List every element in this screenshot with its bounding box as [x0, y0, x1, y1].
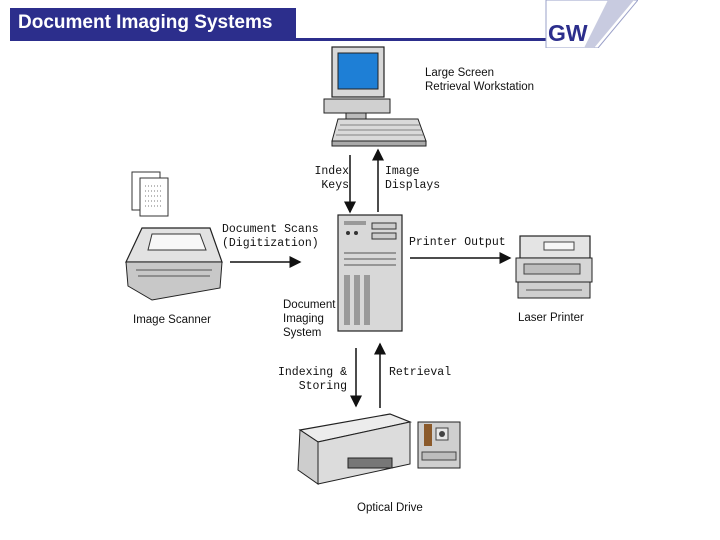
flatbed-scanner-icon: [125, 227, 223, 301]
header: Document Imaging Systems GW: [0, 0, 720, 48]
server-tower-icon: [337, 214, 403, 332]
scanner-label: Image Scanner: [133, 314, 211, 326]
title-bar: [10, 8, 296, 41]
printer-output-label: Printer Output: [409, 236, 506, 249]
header-rule: [296, 38, 546, 41]
printer-label: Laser Printer: [518, 312, 584, 324]
document-scans-label: Document Scans(Digitization): [222, 223, 319, 250]
computer-workstation-icon: [323, 46, 427, 147]
page-title: Document Imaging Systems: [18, 12, 273, 33]
laser-printer-icon: [515, 235, 593, 299]
retrieval-label: Retrieval: [389, 366, 452, 379]
gw-logo: GW: [545, 0, 638, 48]
indexing-storing-label: Indexing &Storing: [277, 366, 347, 393]
optical-drive-label: Optical Drive: [357, 502, 423, 514]
paper-documents-icon: [131, 171, 169, 217]
optical-drive-icon: [297, 413, 461, 485]
logo-text: GW: [548, 20, 588, 46]
